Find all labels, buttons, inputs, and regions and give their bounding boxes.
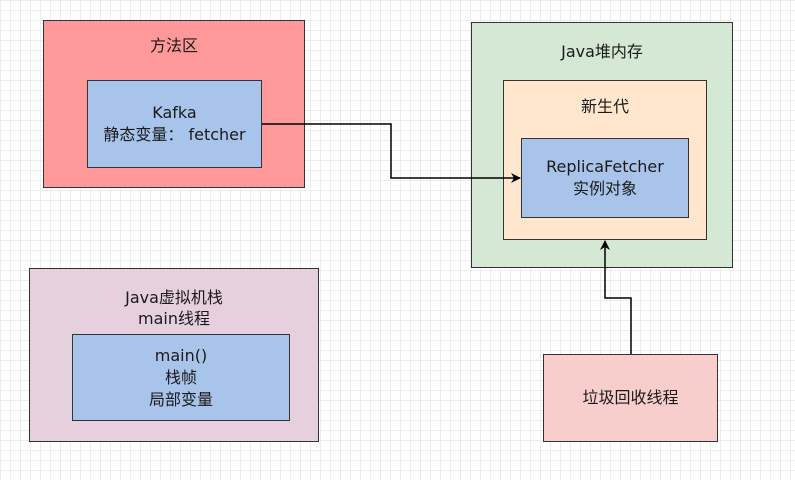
replica-fetcher-name: ReplicaFetcher xyxy=(546,157,664,176)
local-variables-label: 局部变量 xyxy=(148,389,213,409)
stack-frame-label: 栈帧 xyxy=(164,367,197,387)
replica-fetcher-instance: 实例对象 xyxy=(572,179,637,198)
kafka-static-field: 静态变量： fetcher xyxy=(103,125,246,144)
main-method: main() xyxy=(154,345,208,365)
gc-to-young-gen-arrow xyxy=(600,240,632,354)
main-thread-title: main线程 xyxy=(138,309,210,328)
replica-fetcher-box: ReplicaFetcher 实例对象 xyxy=(521,138,689,218)
gc-thread-box: 垃圾回收线程 xyxy=(543,354,718,442)
kafka-box: Kafka 静态变量： fetcher xyxy=(87,80,262,168)
jvm-stack-title: Java虚拟机栈 xyxy=(125,288,223,307)
gc-thread-label: 垃圾回收线程 xyxy=(582,388,679,407)
java-heap-title: Java堆内存 xyxy=(561,42,643,61)
stack-frame-box: main() 栈帧 局部变量 xyxy=(72,334,290,421)
young-gen-title: 新生代 xyxy=(580,97,629,116)
method-area-title: 方法区 xyxy=(149,36,198,55)
kafka-name: Kafka xyxy=(152,103,197,122)
kafka-to-fetcher-arrow xyxy=(262,123,521,183)
